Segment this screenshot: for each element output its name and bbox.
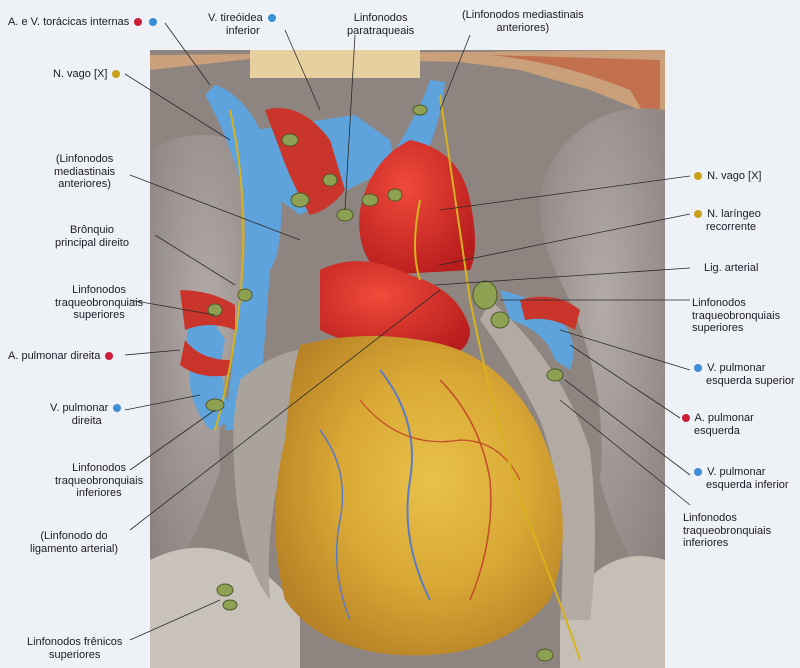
- label-line: A. pulmonar: [680, 412, 754, 425]
- label-line: V. tireóidea: [208, 12, 278, 25]
- label-line: superiores: [73, 309, 125, 321]
- label-line: esquerda superior: [706, 374, 795, 387]
- label-line: (Linfonodos: [55, 153, 114, 165]
- label-superior-tracheobronchial-nodes-left: Linfonodos traqueobronquiais superiores: [55, 284, 143, 322]
- label-line: (Linfonodos mediastinais: [462, 9, 584, 21]
- label-line: mediastinais: [54, 165, 116, 178]
- vein-dot: [113, 404, 122, 413]
- left-lung: [540, 108, 665, 600]
- label-text: V. pulmonar: [707, 466, 766, 478]
- label-anterior-mediastinal-nodes-left: (Linfonodos mediastinais anteriores): [54, 153, 115, 191]
- label-text: V. pulmonar: [50, 402, 109, 414]
- lymph-nodes: [205, 104, 564, 662]
- label-line: Linfonodos: [683, 512, 737, 524]
- nerve-dot: [112, 70, 121, 79]
- vein-dot: [694, 468, 702, 477]
- label-line: superiores: [692, 322, 744, 334]
- label-text: V. tireóidea: [208, 12, 263, 24]
- label-line: traqueobronquiais: [55, 296, 144, 309]
- label-right-pulmonary-artery: A. pulmonar direita: [8, 350, 115, 363]
- label-line: V. pulmonar: [692, 362, 795, 375]
- label-line: Linfonodos: [692, 297, 746, 309]
- label-line: Brônquio: [69, 224, 115, 236]
- label-line: inferiores: [683, 537, 729, 549]
- label-line: inferior: [226, 24, 260, 37]
- label-left-pulmonary-artery: A. pulmonar esquerda: [680, 412, 754, 437]
- heart: [275, 336, 563, 656]
- label-line: (Linfonodo do: [40, 530, 108, 542]
- label-line: ligamento arterial): [30, 542, 119, 555]
- vein-dot: [149, 18, 158, 27]
- leader-lines: [124, 22, 691, 641]
- label-inferior-thyroid-vein: V. tireóidea inferior: [208, 12, 278, 37]
- label-line: V. pulmonar: [692, 466, 789, 479]
- label-text: N. vago [X]: [53, 68, 108, 80]
- artery-dot: [682, 414, 690, 423]
- label-superior-tracheobronchial-nodes-right: Linfonodos traqueobronquiais superiores: [692, 297, 780, 335]
- label-right-pulmonary-vein: V. pulmonar direita: [50, 402, 123, 427]
- label-line: Linfonodos: [353, 12, 408, 24]
- label-ligamentum-arteriosum: Lig. arterial: [704, 262, 758, 275]
- label-superior-phrenic-nodes: Linfonodos frênicos superiores: [27, 636, 122, 661]
- nerve-dot: [694, 172, 702, 181]
- label-vagus-nerve-right: N. vago [X]: [53, 68, 122, 81]
- label-left-superior-pulmonary-vein: V. pulmonar esquerda superior: [692, 362, 795, 387]
- label-line: anteriores): [496, 21, 550, 34]
- label-internal-thoracic-vessels: A. e V. torácicas internas: [8, 16, 159, 29]
- label-line: Linfonodos: [72, 462, 126, 474]
- label-line: esquerda inferior: [706, 478, 789, 491]
- label-line: paratraqueais: [347, 24, 415, 37]
- pericardium: [233, 300, 595, 620]
- label-text: A. pulmonar direita: [8, 350, 101, 362]
- vein-dot: [267, 14, 276, 23]
- label-line: recorrente: [706, 220, 757, 233]
- nerve-dot: [694, 210, 702, 219]
- label-left-inferior-pulmonary-vein: V. pulmonar esquerda inferior: [692, 466, 789, 491]
- label-line: anteriores): [58, 178, 111, 190]
- label-line: N. laríngeo: [692, 208, 761, 221]
- label-line: principal direito: [55, 236, 129, 249]
- label-text: V. pulmonar: [707, 362, 766, 374]
- label-paratracheal-nodes: Linfonodos paratraqueais: [347, 12, 414, 37]
- label-inferior-tracheobronchial-nodes-right: Linfonodos traqueobronquiais inferiores: [683, 512, 771, 550]
- label-line: direita: [71, 414, 102, 427]
- label-inferior-tracheobronchial-nodes-left: Linfonodos traqueobronquiais inferiores: [55, 462, 143, 500]
- label-line: Linfonodos frênicos: [27, 636, 123, 648]
- label-line: Linfonodos: [72, 284, 126, 296]
- label-line: V. pulmonar: [50, 402, 123, 415]
- label-anterior-mediastinal-nodes-top: (Linfonodos mediastinais anteriores): [462, 9, 584, 34]
- label-text: Lig. arterial: [704, 262, 759, 274]
- label-text: N. vago [X]: [707, 170, 762, 182]
- label-line: traqueobronquiais: [55, 474, 144, 487]
- label-recurrent-laryngeal-nerve: N. laríngeo recorrente: [692, 208, 761, 233]
- label-text: N. laríngeo: [707, 208, 761, 220]
- label-line: superiores: [49, 648, 101, 661]
- label-line: esquerda: [694, 424, 740, 437]
- label-text: A. pulmonar: [694, 412, 754, 424]
- label-line: traqueobronquiais: [683, 524, 772, 537]
- label-ligamentum-arteriosum-node: (Linfonodo do ligamento arterial): [30, 530, 118, 555]
- vein-dot: [694, 364, 702, 373]
- artery-dot: [105, 352, 114, 361]
- label-text: A. e V. torácicas internas: [8, 16, 130, 28]
- label-line: inferiores: [76, 487, 122, 499]
- label-line: traqueobronquiais: [692, 309, 781, 322]
- artery-dot: [134, 18, 143, 27]
- left-hilum-vessels: [500, 290, 580, 370]
- label-vagus-nerve-left: N. vago [X]: [692, 170, 761, 183]
- label-right-main-bronchus: Brônquio principal direito: [55, 224, 129, 249]
